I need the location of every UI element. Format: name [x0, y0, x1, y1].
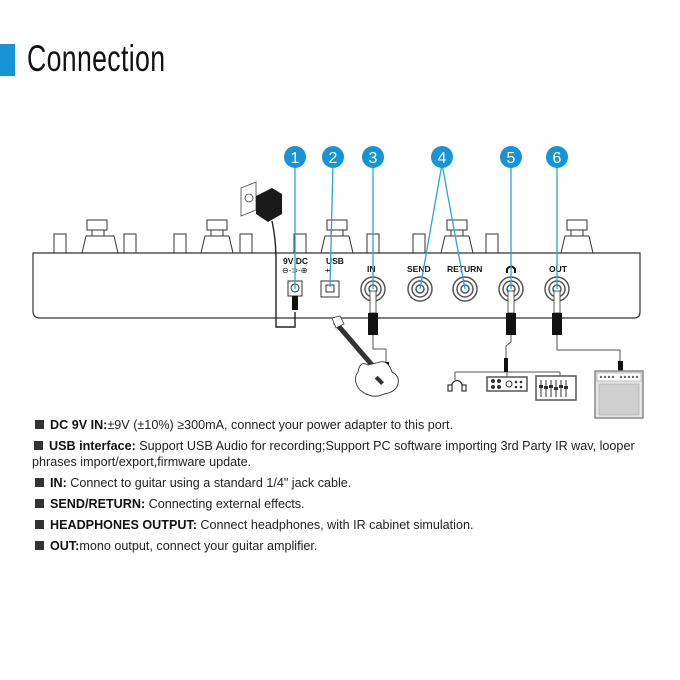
guitar-icon	[331, 315, 399, 397]
bullet-square	[35, 520, 44, 529]
description-dc-in: DC 9V IN:±9V (±10%) ≥300mA, connect your…	[33, 417, 673, 433]
page-title: Connection	[27, 38, 166, 79]
svg-text:4: 4	[438, 150, 447, 167]
port-descriptions: DC 9V IN:±9V (±10%) ≥300mA, connect your…	[32, 417, 673, 559]
bullet-square	[35, 478, 44, 487]
power-adapter-icon	[240, 181, 296, 328]
cable-plugs	[368, 290, 562, 335]
callout-3: 3	[362, 146, 384, 168]
svg-text:6: 6	[553, 150, 562, 167]
callout-1: 1	[284, 146, 306, 168]
description-label: OUT:	[50, 539, 80, 553]
svg-text:3: 3	[369, 150, 378, 167]
description-out: OUT:mono output, connect your guitar amp…	[33, 538, 673, 554]
callout-4: 4	[431, 146, 453, 168]
bullet-square	[35, 541, 44, 550]
description-text: Support USB Audio for recording;Support …	[32, 439, 635, 469]
audio-interface-icon	[486, 376, 528, 392]
svg-text:5: 5	[507, 150, 516, 167]
description-label: USB interface:	[49, 439, 136, 453]
footswitch	[320, 219, 354, 254]
bullet-square	[35, 420, 44, 429]
return-label: RETURN	[447, 264, 482, 274]
description-label: SEND/RETURN:	[50, 497, 146, 511]
description-usb: USB interface: Support USB Audio for rec…	[32, 438, 673, 470]
description-text: mono output, connect your guitar amplifi…	[79, 539, 318, 553]
description-text: Connect headphones, with IR cabinet simu…	[196, 518, 474, 532]
footswitch	[560, 219, 594, 254]
callout-2: 2	[322, 146, 344, 168]
usb-label: USB	[326, 256, 344, 266]
callout-5: 5	[500, 146, 522, 168]
out-label: OUT	[549, 264, 568, 274]
description-label: HEADPHONES OUTPUT:	[50, 518, 197, 532]
description-headphones: HEADPHONES OUTPUT: Connect headphones, w…	[33, 517, 673, 533]
svg-text:2: 2	[329, 150, 338, 167]
connection-diagram: 9V DC ⊖-⊃-⊕ USB ⇸ IN SEND RETURN OUT	[32, 146, 644, 419]
description-send-return: SEND/RETURN: Connecting external effects…	[33, 496, 673, 512]
description-label: DC 9V IN:	[50, 418, 108, 432]
callout-lines	[294, 163, 558, 290]
usb-icon: ⇸	[325, 266, 332, 275]
in-label: IN	[367, 264, 376, 274]
callout-6: 6	[546, 146, 568, 168]
description-text: Connecting external effects.	[145, 497, 305, 511]
amplifier-icon	[594, 370, 644, 419]
description-in: IN: Connect to guitar using a standard 1…	[33, 475, 673, 491]
description-text: ±9V (±10%) ≥300mA, connect your power ad…	[107, 418, 453, 432]
footswitch	[81, 219, 119, 254]
headphones-device-icon	[447, 379, 467, 392]
description-text: Connect to guitar using a standard 1/4" …	[66, 476, 352, 490]
footswitch	[200, 219, 234, 254]
cables	[372, 335, 621, 380]
bullet-square	[35, 499, 44, 508]
top-controls	[53, 219, 594, 254]
svg-text:1: 1	[291, 150, 300, 167]
bullet-square	[34, 441, 43, 450]
send-label: SEND	[407, 264, 431, 274]
title-accent-bar	[0, 44, 15, 76]
description-label: IN:	[50, 476, 67, 490]
usb-port: USB ⇸	[320, 256, 344, 298]
mixer-icon	[535, 375, 577, 401]
jack-send: SEND	[407, 264, 433, 302]
